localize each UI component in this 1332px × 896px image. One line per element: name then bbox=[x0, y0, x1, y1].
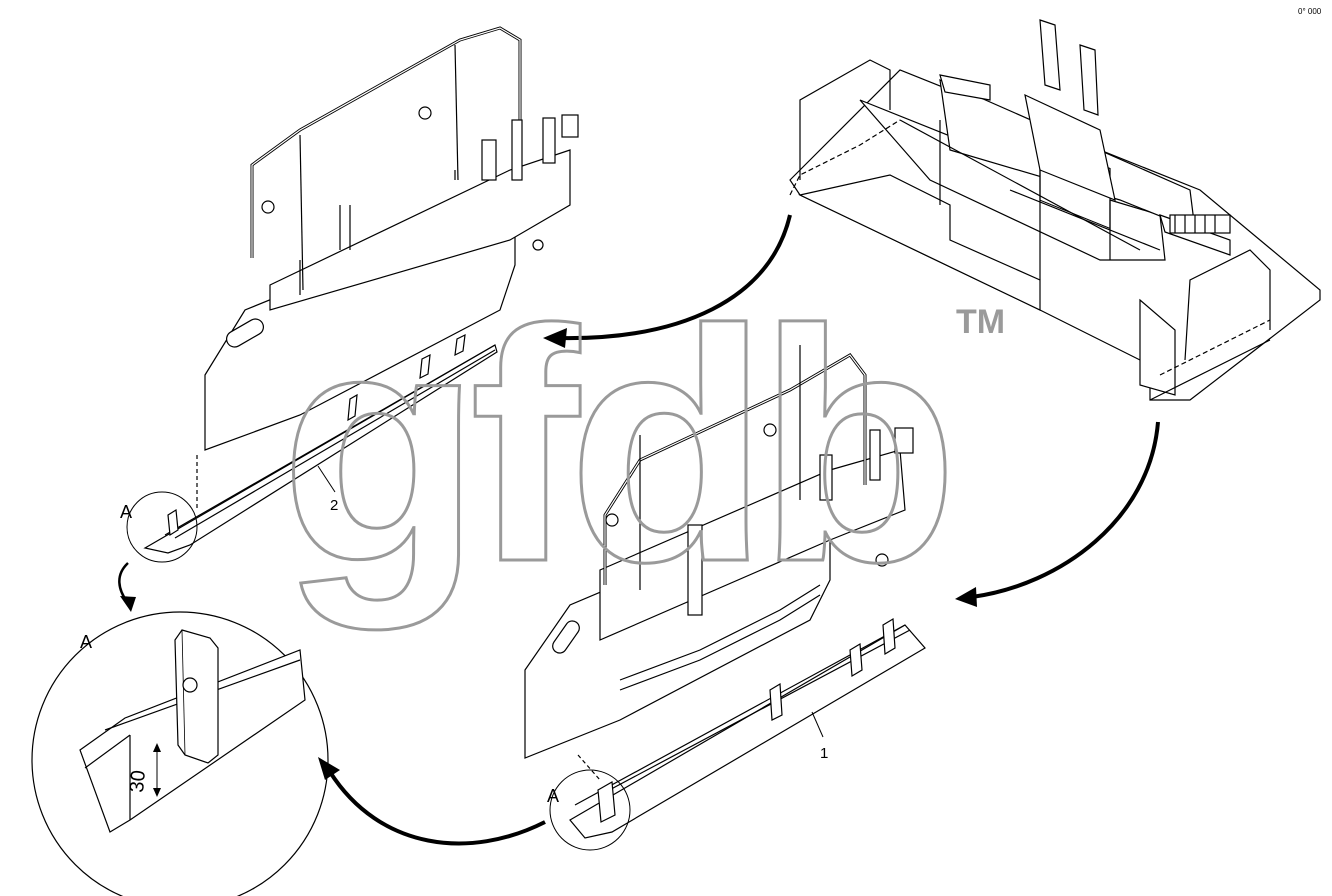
page-id: 0° 000 bbox=[1298, 7, 1322, 16]
part-2-label: 2 bbox=[330, 497, 338, 514]
flow-arrows bbox=[118, 214, 1160, 846]
arrowhead-detail-bottom bbox=[318, 757, 340, 780]
screed-overview bbox=[789, 19, 1321, 401]
dimension-30: 30 bbox=[126, 769, 150, 793]
arrowhead-left bbox=[543, 328, 567, 348]
arrowhead-detail-top bbox=[120, 596, 136, 612]
part-2-leader bbox=[317, 465, 336, 493]
detail-a-title: A bbox=[80, 632, 92, 652]
detail-a-label-top: A bbox=[120, 502, 132, 522]
wear-strip-part-1 bbox=[569, 617, 926, 839]
arrow-overview-to-left bbox=[559, 214, 792, 341]
part-1-label: 1 bbox=[820, 745, 828, 762]
end-plate-assembly-left bbox=[204, 26, 579, 451]
arrow-overview-to-center bbox=[971, 421, 1160, 599]
detail-a-marker-top bbox=[126, 491, 198, 563]
end-plate-assembly-center bbox=[524, 345, 914, 781]
wear-strip-part-2 bbox=[143, 333, 498, 554]
part-1-leader bbox=[811, 711, 824, 738]
detail-a-view: 30 bbox=[31, 611, 329, 896]
arrow-detail-bottom-to-circle bbox=[328, 770, 546, 846]
svg-text:gfdb: gfdb bbox=[280, 261, 948, 632]
detail-a-label-bottom: A bbox=[547, 786, 559, 806]
svg-text:TM: TM bbox=[956, 303, 1005, 341]
arrowhead-center bbox=[955, 587, 977, 607]
detail-a-marker-bottom bbox=[549, 769, 631, 851]
watermark: gfdb TM bbox=[279, 260, 1006, 634]
